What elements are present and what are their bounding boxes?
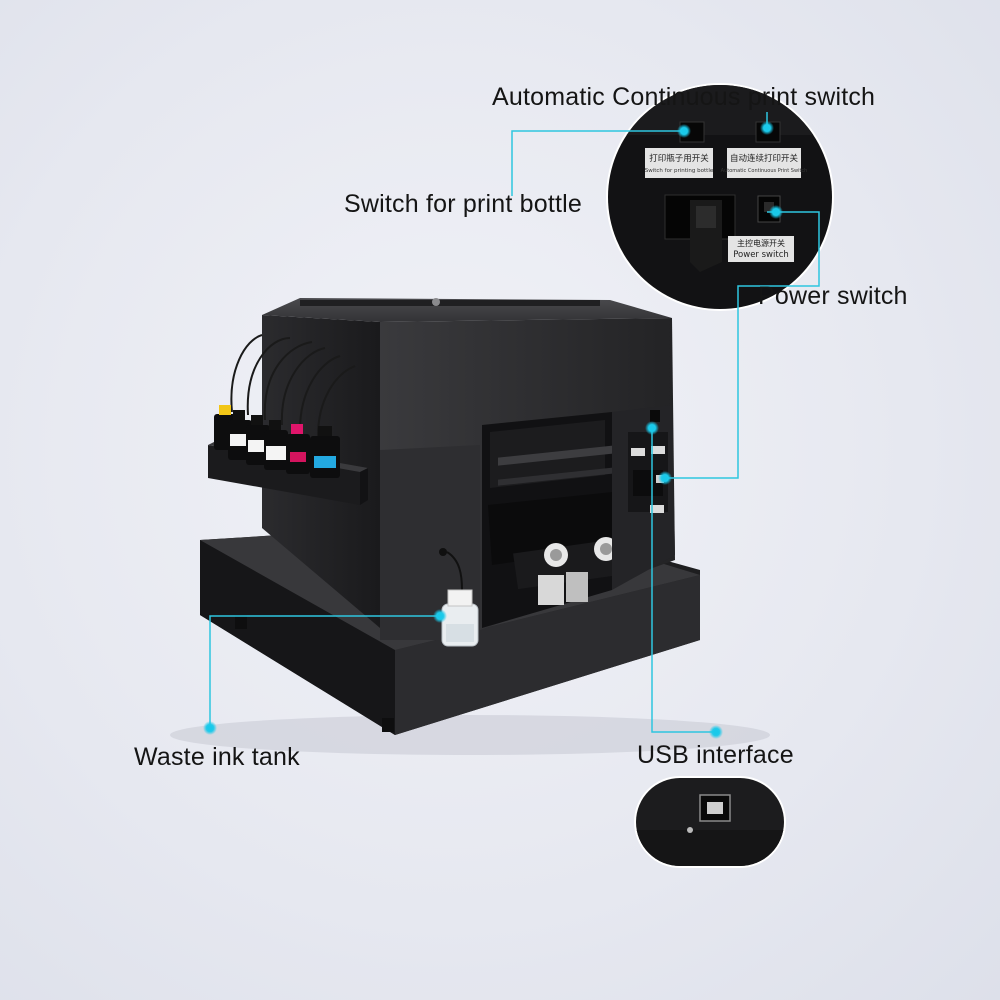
- power-switch-cn-label: 主控电源开关: [737, 238, 785, 248]
- callout-label-print-bottle: Switch for print bottle: [344, 190, 583, 218]
- callout-dot: [649, 425, 655, 431]
- callout-label-waste-ink: Waste ink tank: [134, 743, 300, 771]
- callout-dot: [207, 725, 213, 731]
- callout-dot: [662, 475, 668, 481]
- callout-label-usb: USB interface: [637, 741, 794, 769]
- callout-dot: [764, 125, 770, 131]
- callout-line-print-bottle: [511, 130, 684, 196]
- callout-line-usb: [651, 428, 716, 733]
- callout-dot: [681, 128, 687, 134]
- ink-bottle: [264, 420, 288, 470]
- ink-bottle: [310, 426, 340, 478]
- auto-switch-cn-label: 自动连续打印开关: [730, 153, 799, 164]
- bottle-switch-en-label: Switch for printing bottle: [645, 168, 714, 174]
- callout-dot: [773, 209, 779, 215]
- ink-bottle: [286, 424, 310, 474]
- callout-line-power: [665, 211, 820, 479]
- auto-switch-en-label: Automatic Continuous Print Switch: [721, 168, 808, 174]
- power-switch-en-label: Power switch: [733, 250, 789, 260]
- usb-interface-inset: [634, 776, 786, 868]
- switch-panel-inset: 打印瓶子用开关 Switch for printing bottle 自动连续打…: [606, 83, 834, 311]
- callout-label-auto-continuous: Automatic Continuous print switch: [492, 83, 876, 111]
- callout-line-waste-ink: [209, 615, 440, 728]
- callout-dots: [203, 121, 783, 739]
- bottle-switch-cn-label: 打印瓶子用开关: [649, 153, 709, 164]
- printer-body: [170, 298, 770, 755]
- callout-label-power: Power switch: [758, 282, 908, 310]
- callout-dot: [713, 729, 719, 735]
- waste-ink-tank: [441, 551, 479, 647]
- ink-bottles: [214, 405, 340, 478]
- callout-lines: [209, 112, 820, 733]
- callout-dot: [437, 613, 443, 619]
